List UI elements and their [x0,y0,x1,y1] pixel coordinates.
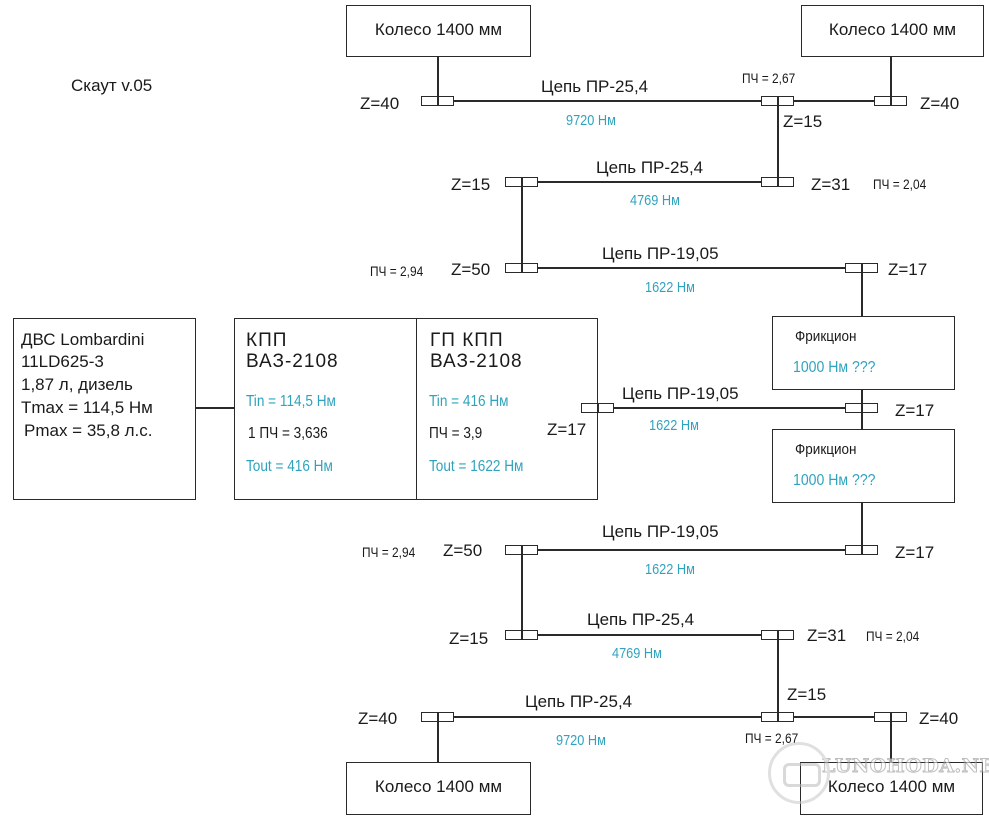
final-drive-model: ВАЗ-2108 [430,351,523,372]
ratio-label: ПЧ = 2,04 [866,628,920,644]
chain-line [538,634,762,636]
shaft [521,550,523,635]
chain-line [454,716,762,718]
torque-label: 9720 Нм [566,112,616,129]
chain-line [538,267,846,269]
teeth-label: Z=17 [888,260,928,279]
sprocket-icon [845,545,878,555]
clutch-box-lower: Фрикцион 1000 Нм ??? [772,429,955,503]
ratio-label: ПЧ = 2,67 [742,70,796,86]
gearbox-tin: Tin = 114,5 Нм [246,393,336,410]
chain-label: Цепь ПР-25,4 [587,610,695,629]
teeth-label: Z=17 [895,401,935,420]
engine-line: 1,87 л, дизель [21,375,133,394]
wheel-box-bottom-right: Колесо 1400 мм [800,762,983,815]
torque-label: 4769 Нм [630,192,680,209]
wheel-box-top-left: Колесо 1400 мм [346,5,531,57]
chain-line [793,716,875,718]
sprocket-icon [505,263,538,273]
teeth-label: Z=17 [895,543,935,562]
gearbox-tout: Tout = 416 Нм [246,458,333,475]
teeth-label: Z=17 [547,420,587,439]
gearbox-model: ВАЗ-2108 [246,351,339,372]
shaft [196,407,234,409]
ratio-label: ПЧ = 2,67 [745,730,799,746]
sprocket-icon [761,177,794,187]
axle-bottom-right [890,717,892,762]
axle-bottom-left [437,717,439,762]
ratio-label: ПЧ = 2,94 [370,263,424,279]
teeth-label: Z=40 [360,94,400,113]
torque-label: 4769 Нм [612,645,662,662]
chain-label: Цепь ПР-19,05 [602,244,719,263]
wheel-label: Колесо 1400 мм [828,20,957,39]
chain-line [538,549,846,551]
clutch-title: Фрикцион [795,328,857,345]
final-drive-tin: Tin = 416 Нм [429,393,509,410]
teeth-label: Z=15 [449,629,489,648]
teeth-label: Z=31 [811,175,851,194]
torque-label: 1622 Нм [649,417,699,434]
sprocket-icon [505,630,538,640]
wheel-label: Колесо 1400 мм [827,777,956,796]
axle-top-left [437,57,439,101]
chain-label: Цепь ПР-19,05 [622,384,739,403]
torque-label: 1622 Нм [645,561,695,578]
engine-line: 11LD625-3 [21,352,104,371]
engine-box: ДВС Lombardini 11LD625-3 1,87 л, дизель … [13,318,196,500]
chain-label: Цепь ПР-25,4 [541,77,649,96]
torque-label: 1622 Нм [645,279,695,296]
shaft [861,268,863,316]
final-drive-ratio: ПЧ = 3,9 [429,425,483,442]
clutch-torque: 1000 Нм ??? [793,472,876,489]
gearbox-title: КПП [246,330,288,351]
final-drive-box: ГП КПП ВАЗ-2108 Tin = 416 Нм ПЧ = 3,9 To… [416,318,598,500]
wheel-label: Колесо 1400 мм [374,20,503,39]
chain-line [613,407,846,409]
gearbox-ratio: 1 ПЧ = 3,636 [248,425,328,442]
teeth-label: Z=15 [787,685,827,704]
teeth-label: Z=40 [920,94,960,113]
chain-label: Цепь ПР-25,4 [525,692,633,711]
sprocket-icon [581,403,614,413]
ratio-label: ПЧ = 2,94 [362,544,416,560]
teeth-label: Z=15 [783,112,823,131]
teeth-label: Z=50 [443,541,483,560]
shaft [777,101,779,182]
gearbox-box: КПП ВАЗ-2108 Tin = 114,5 Нм 1 ПЧ = 3,636… [234,318,417,500]
wheel-box-bottom-left: Колесо 1400 мм [346,762,531,815]
chain-line [538,181,762,183]
teeth-label: Z=31 [807,626,847,645]
engine-line: Pmax = 35,8 л.с. [24,421,153,440]
teeth-label: Z=15 [451,175,491,194]
shaft [521,182,523,268]
engine-line: Tmax = 114,5 Нм [21,398,153,417]
final-drive-title: ГП КПП [430,330,504,351]
axle-top-right [890,57,892,101]
shaft [777,635,779,717]
engine-line: ДВС Lombardini [21,330,145,349]
teeth-label: Z=40 [919,709,959,728]
sprocket-icon [845,403,878,413]
wheel-box-top-right: Колесо 1400 мм [801,5,984,57]
teeth-label: Z=50 [451,260,491,279]
chain-line [793,100,875,102]
chain-label: Цепь ПР-25,4 [596,158,704,177]
clutch-title: Фрикцион [795,441,857,458]
chain-label: Цепь ПР-19,05 [602,522,719,541]
teeth-label: Z=40 [358,709,398,728]
sprocket-icon [874,96,907,106]
diagram-title: Скаут v.05 [71,76,153,95]
chain-line [454,100,762,102]
ratio-label: ПЧ = 2,04 [873,176,927,192]
clutch-box-upper: Фрикцион 1000 Нм ??? [772,316,955,390]
clutch-torque: 1000 Нм ??? [793,359,876,376]
sprocket-icon [761,712,794,722]
final-drive-tout: Tout = 1622 Нм [429,458,524,475]
shaft [861,503,863,550]
wheel-label: Колесо 1400 мм [374,777,503,796]
sprocket-icon [421,96,454,106]
torque-label: 9720 Нм [556,732,606,749]
